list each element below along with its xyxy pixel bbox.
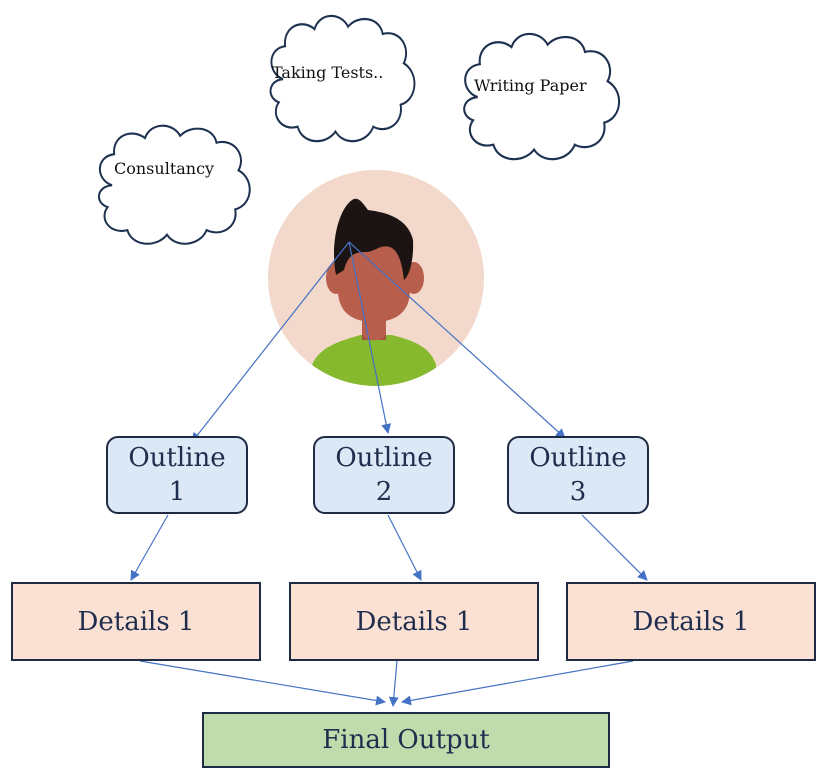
arrow-outline-2-to-details-2	[387, 514, 422, 581]
outline-label: Outline	[529, 443, 627, 473]
final-output-node: Final Output	[202, 712, 610, 768]
outline-number: 2	[375, 477, 393, 507]
details-node-3: Details 1	[566, 582, 816, 661]
person-avatar-icon	[268, 170, 484, 386]
outline-label: Outline	[128, 443, 226, 473]
arrow-details-2-to-final	[388, 660, 399, 707]
thought-cloud-writing-paper	[463, 32, 621, 161]
outline-node-3: Outline 3	[507, 436, 649, 514]
arrow-person-to-outline-1	[191, 241, 350, 443]
arrow-outline-3-to-details-3	[581, 514, 648, 581]
cloud-label-writing-paper: Writing Paper	[474, 76, 587, 95]
outline-label: Outline	[335, 443, 433, 473]
details-node-2: Details 1	[289, 582, 539, 661]
arrow-person-to-outline-2	[348, 241, 392, 434]
outline-node-1: Outline 1	[106, 436, 248, 514]
outline-number: 3	[569, 477, 587, 507]
thought-cloud-consultancy	[97, 124, 251, 245]
outline-number: 1	[168, 477, 186, 507]
arrow-details-1-to-final	[139, 660, 386, 706]
outline-node-2: Outline 2	[313, 436, 455, 514]
arrow-outline-1-to-details-1	[130, 514, 169, 581]
arrow-person-to-outline-3	[348, 241, 566, 439]
arrow-details-3-to-final	[401, 660, 634, 706]
cloud-label-consultancy: Consultancy	[114, 159, 215, 178]
cloud-label-taking-tests: Taking Tests..	[272, 63, 384, 82]
details-node-1: Details 1	[11, 582, 261, 661]
